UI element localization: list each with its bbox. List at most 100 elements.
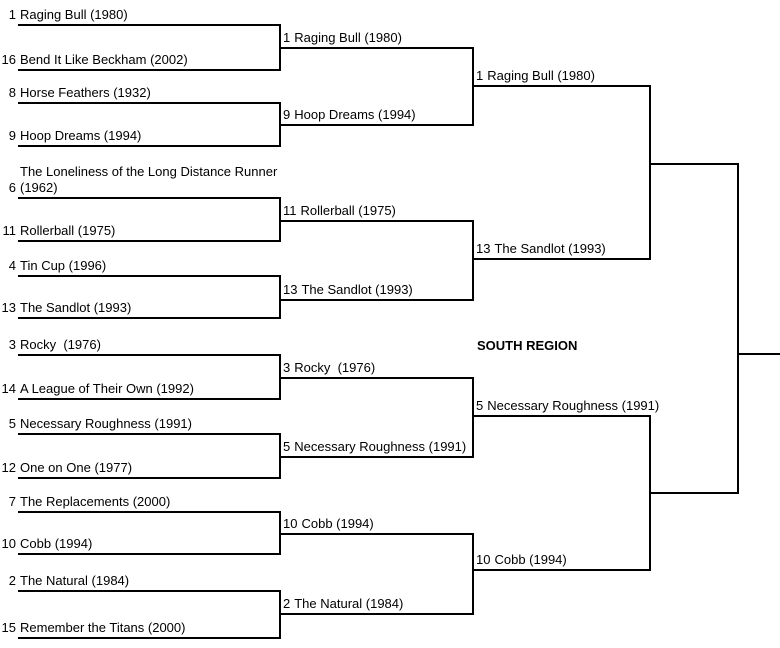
seed-number: 13 [1,300,16,315]
bracket-entry: 12 One on One (1977) [0,460,292,476]
bracket-line-horizontal [649,163,739,165]
bracket-entry: 8 Horse Feathers (1932) [0,85,292,101]
seed-number: 10 [283,516,298,531]
bracket-entry: 3 Rocky (1976) [0,337,292,353]
seed-number: 10 [1,536,16,551]
bracket-line-horizontal [18,511,281,513]
movie-title: Necessary Roughness (1991) [20,416,192,431]
movie-title: Hoop Dreams (1994) [294,107,416,122]
bracket-line-horizontal [18,69,281,71]
seed-number: 1 [476,68,484,83]
movie-title: Horse Feathers (1932) [20,85,151,100]
movie-title: Rocky (1976) [294,360,376,375]
seed-number: 7 [8,494,16,509]
bracket-line-horizontal [18,637,281,639]
bracket-line-vertical [279,197,281,242]
movie-title: The Sandlot (1993) [494,241,606,256]
seed-number: 13 [283,282,298,297]
seed-number: 5 [283,439,291,454]
bracket-line-vertical [472,377,474,458]
movie-title: One on One (1977) [20,460,133,475]
movie-title: Cobb (1994) [494,552,567,567]
bracket-line-horizontal [18,197,281,199]
bracket-line-horizontal [279,533,474,535]
seed-number: 3 [8,337,16,352]
bracket-line-horizontal [18,553,281,555]
bracket-line-vertical [649,85,651,260]
movie-title: Raging Bull (1980) [294,30,402,45]
seed-number: 14 [1,381,16,396]
movie-title: Cobb (1994) [20,536,93,551]
bracket-line-horizontal [472,415,651,417]
movie-title: The Replacements (2000) [20,494,171,509]
seed-number: 6 [8,180,16,195]
movie-title: Cobb (1994) [301,516,374,531]
seed-number: 12 [1,460,16,475]
bracket-entry: 2 The Natural (1984) [0,573,292,589]
seed-number: 16 [1,52,16,67]
bracket-line-horizontal [18,590,281,592]
movie-title: Raging Bull (1980) [20,7,128,22]
movie-title: Bend It Like Beckham (2002) [20,52,188,67]
bracket-line-horizontal [18,398,281,400]
seed-number: 9 [283,107,291,122]
movie-title: Rocky (1976) [20,337,101,352]
seed-number: 15 [1,620,16,635]
movie-title: The Sandlot (1993) [20,300,132,315]
bracket-line-horizontal [472,569,651,571]
bracket-line-horizontal [18,24,281,26]
seed-number: 11 [283,203,297,218]
bracket-line-vertical [737,163,739,494]
seed-number: 11 [2,223,17,238]
region-label: SOUTH REGION [477,338,578,353]
bracket-line-horizontal [279,299,474,301]
bracket-entry: 14 A League of Their Own (1992) [0,381,292,397]
bracket-line-horizontal [18,240,281,242]
bracket-line-horizontal [18,145,281,147]
seed-number: 2 [8,573,16,588]
bracket-line-vertical [472,220,474,301]
seed-number: 4 [8,258,16,273]
seed-number: 1 [283,30,291,45]
bracket-entry: 13 The Sandlot (1993) [0,300,292,316]
movie-title: The Natural (1984) [20,573,130,588]
seed-number: 13 [476,241,491,256]
movie-title: The Loneliness of the Long Distance Runn… [20,164,278,195]
bracket-line-horizontal [279,124,474,126]
bracket-line-horizontal [279,456,474,458]
movie-title: Necessary Roughness (1991) [487,398,660,413]
movie-title: Remember the Titans (2000) [20,620,186,635]
bracket-line-horizontal [472,85,651,87]
seed-number: 9 [8,128,16,143]
bracket-line-horizontal [18,477,281,479]
seed-number: 3 [283,360,291,375]
movie-title: Tin Cup (1996) [20,258,107,273]
bracket-line-horizontal [279,377,474,379]
movie-title: The Sandlot (1993) [301,282,413,297]
bracket-entry: 16 Bend It Like Beckham (2002) [0,52,292,68]
bracket-line-horizontal [18,354,281,356]
bracket-line-horizontal [279,613,474,615]
movie-title: Raging Bull (1980) [487,68,595,83]
movie-title: Rollerball (1975) [20,223,116,238]
seed-number: 8 [8,85,16,100]
bracket-entry: 7 The Replacements (2000) [0,494,292,510]
bracket-line-vertical [472,533,474,615]
seed-number: 2 [283,596,291,611]
bracket-line-horizontal [279,220,474,222]
movie-title: A League of Their Own (1992) [20,381,194,396]
